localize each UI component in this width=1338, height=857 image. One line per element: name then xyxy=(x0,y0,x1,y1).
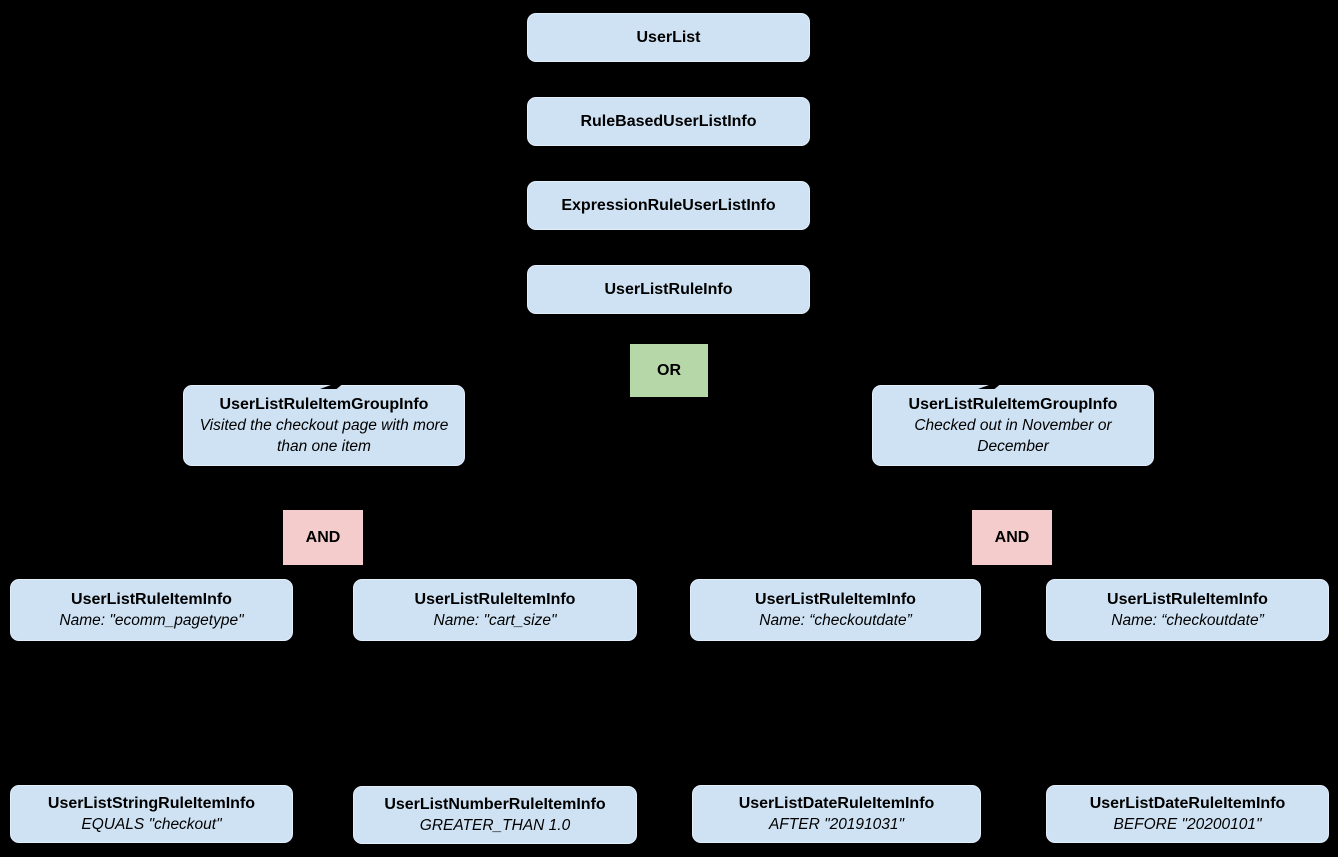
node-description: Name: “checkoutdate” xyxy=(759,612,912,629)
node-date-rule-item-before: UserListDateRuleItemInfo BEFORE "2020010… xyxy=(1046,785,1329,843)
node-userlist: UserList xyxy=(527,13,810,62)
or-label: OR xyxy=(657,361,681,379)
and-operator-box-left: AND xyxy=(283,510,363,565)
node-title: UserListNumberRuleItemInfo xyxy=(384,796,606,813)
node-title: UserListDateRuleItemInfo xyxy=(738,795,935,812)
node-string-rule-item: UserListStringRuleItemInfo EQUALS "check… xyxy=(10,785,293,843)
node-description: Name: “checkoutdate” xyxy=(1111,612,1264,629)
node-description: Name: "cart_size" xyxy=(433,612,557,629)
node-title: UserListRuleItemInfo xyxy=(1107,591,1268,608)
node-rule-item-ecomm-pagetype: UserListRuleItemInfo Name: "ecomm_pagety… xyxy=(10,579,293,641)
node-description: Visited the checkout page with more than… xyxy=(199,417,449,455)
node-title: UserListRuleItemInfo xyxy=(755,591,916,608)
node-title: UserListRuleInfo xyxy=(604,281,733,298)
node-rule-item-checkoutdate-1: UserListRuleItemInfo Name: “checkoutdate… xyxy=(690,579,981,641)
node-date-rule-item-after: UserListDateRuleItemInfo AFTER "20191031… xyxy=(692,785,981,843)
node-rule-item-group-left: UserListRuleItemGroupInfo Visited the ch… xyxy=(183,385,465,466)
node-title: UserListRuleItemGroupInfo xyxy=(219,396,429,413)
node-rule-item-group-right: UserListRuleItemGroupInfo Checked out in… xyxy=(872,385,1154,466)
node-number-rule-item: UserListNumberRuleItemInfo GREATER_THAN … xyxy=(353,786,637,844)
node-title: UserListRuleItemInfo xyxy=(71,591,232,608)
or-operator-box: OR xyxy=(630,344,708,397)
node-description: AFTER "20191031" xyxy=(768,816,905,833)
node-description: Name: "ecomm_pagetype" xyxy=(59,612,244,629)
node-title: RuleBasedUserListInfo xyxy=(580,113,757,130)
node-description: GREATER_THAN 1.0 xyxy=(419,817,571,834)
node-description: Checked out in November or December xyxy=(914,417,1112,455)
node-rule-item-cart-size: UserListRuleItemInfo Name: "cart_size" xyxy=(353,579,637,641)
node-expression-rule-userlist-info: ExpressionRuleUserListInfo xyxy=(527,181,810,230)
node-title: UserListRuleItemGroupInfo xyxy=(908,396,1118,413)
node-title: UserListDateRuleItemInfo xyxy=(1089,795,1286,812)
connector-arrowhead-icon xyxy=(320,378,350,389)
node-rule-item-checkoutdate-2: UserListRuleItemInfo Name: “checkoutdate… xyxy=(1046,579,1329,641)
node-title: UserListRuleItemInfo xyxy=(414,591,576,608)
node-title: ExpressionRuleUserListInfo xyxy=(561,197,776,214)
node-title: UserListStringRuleItemInfo xyxy=(47,795,256,812)
and-label: AND xyxy=(305,528,341,546)
connector-arrowhead-icon xyxy=(978,378,1008,389)
and-operator-box-right: AND xyxy=(972,510,1052,565)
node-userlist-rule-info: UserListRuleInfo xyxy=(527,265,810,314)
and-label: AND xyxy=(994,528,1030,546)
node-description: EQUALS "checkout" xyxy=(81,816,222,833)
node-description: BEFORE "20200101" xyxy=(1113,816,1262,833)
node-rule-based-userlist-info: RuleBasedUserListInfo xyxy=(527,97,810,146)
node-title: UserList xyxy=(636,29,701,46)
